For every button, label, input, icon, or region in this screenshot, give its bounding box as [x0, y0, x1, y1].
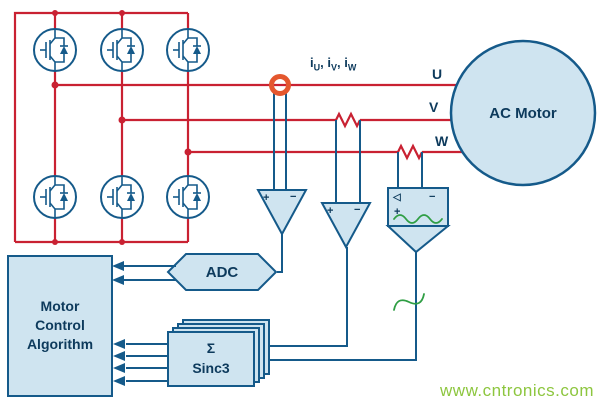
igbt-transistor [100, 28, 144, 72]
motor-control-block [7, 255, 113, 397]
amp2-output [269, 247, 348, 347]
amp2-plus: + [327, 205, 334, 217]
igbt-transistor [33, 28, 77, 72]
igbt-transistor [166, 28, 210, 72]
phase-u-label: U [432, 66, 443, 82]
amplifier-1 [256, 189, 308, 237]
sigma-symbol: Σ [206, 340, 216, 356]
amp1-output [277, 234, 283, 273]
sinc3-text: Sinc3 [192, 360, 230, 376]
amp1-minus: − [290, 191, 297, 203]
adc-block [166, 253, 278, 291]
modulator-comparator-icon: ◁ [393, 192, 401, 203]
current-transducer [269, 74, 291, 96]
igbt-transistor [100, 175, 144, 219]
shunt-resistor-v [335, 111, 361, 129]
modulator-output [269, 252, 417, 361]
adc-data-arrows [112, 261, 176, 285]
phase-w-label: W [435, 133, 449, 149]
ac-motor-label: AC Motor [489, 105, 557, 122]
junction-dots [51, 10, 192, 245]
adc-label: ADC [205, 264, 239, 281]
sinc3-label: Σ Sinc3 [168, 338, 254, 378]
ac-motor-body [449, 39, 597, 187]
signal-wiring [269, 92, 423, 361]
amp2-minus: − [354, 204, 361, 216]
sinc3-data-arrows [113, 339, 168, 386]
igbt-transistor [33, 175, 77, 219]
sinc3-filter-stack [167, 319, 270, 387]
amplifier-2 [320, 202, 372, 250]
igbt-transistor [166, 175, 210, 219]
isolated-modulator [385, 187, 451, 254]
phase-wires [55, 83, 468, 161]
shunt-resistor-w [397, 143, 423, 161]
motor-control-label: Motor Control Algorithm [26, 298, 94, 352]
modulator-signal-wave [393, 214, 443, 224]
modulator-plus: + [394, 206, 401, 218]
bitstream-wave [393, 293, 425, 311]
amp1-plus: + [263, 192, 270, 204]
modulator-minus: − [429, 191, 436, 203]
phase-v-label: V [429, 99, 439, 115]
phase-currents-label: iU, iV, iW [310, 55, 357, 73]
watermark: www.cntronics.com [440, 381, 594, 400]
